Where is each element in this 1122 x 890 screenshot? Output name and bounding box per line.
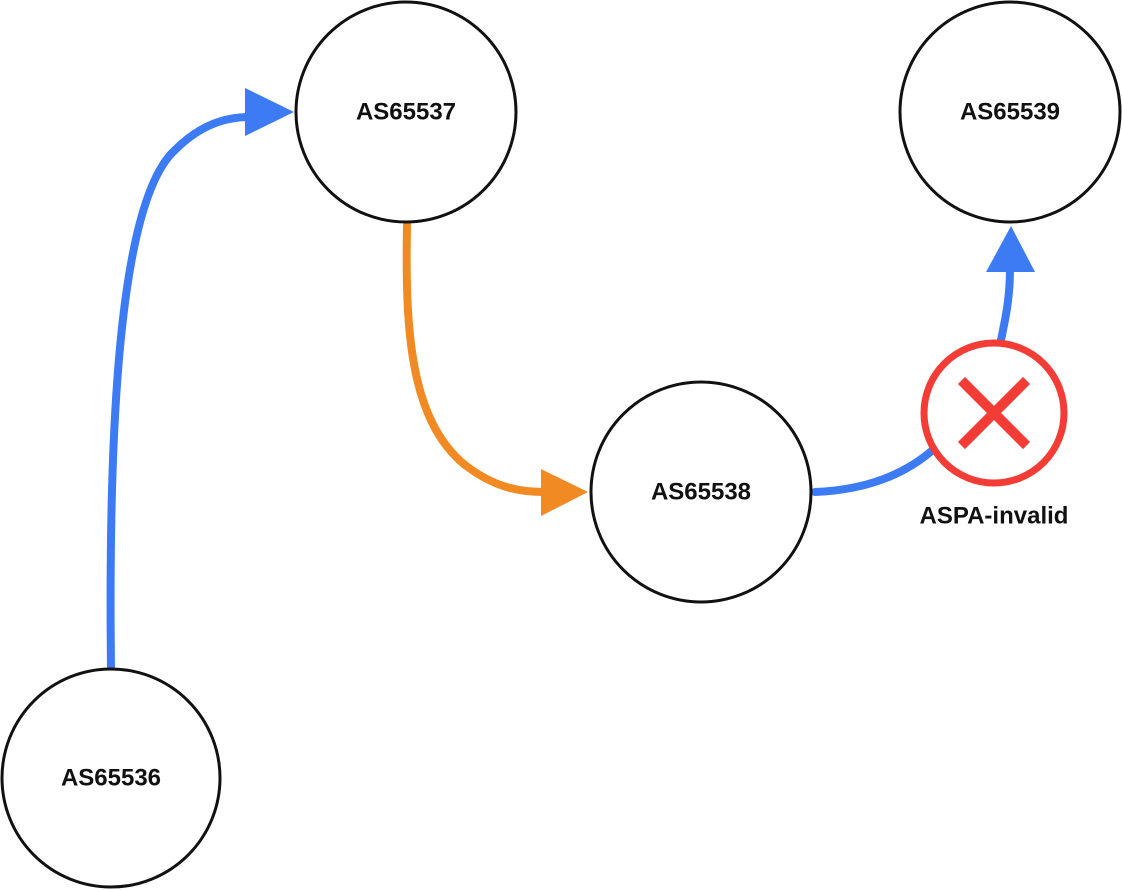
edge-as65538-to-as65539: [811, 226, 1035, 496]
node-label: AS65538: [651, 479, 751, 506]
arrowhead-icon: [986, 226, 1035, 272]
cross-icon: [957, 376, 1031, 450]
aspa-invalid-marker: ASPA-invalid: [920, 339, 1069, 530]
node-circle: [589, 380, 813, 604]
node-as65536: AS65536: [0, 667, 222, 889]
arrowhead-icon: [541, 469, 588, 516]
node-as65538: AS65538: [589, 380, 813, 604]
node-label: AS65537: [356, 99, 456, 126]
edge-as65537-to-as65538: [402, 221, 588, 516]
node-as65539: AS65539: [898, 0, 1122, 224]
edge-line: [402, 221, 549, 496]
edge-as65536-to-as65537: [106, 88, 294, 672]
node-as65537: AS65537: [294, 0, 518, 224]
node-circle: [0, 667, 222, 889]
node-label: AS65536: [61, 765, 161, 792]
node-circle: [294, 0, 518, 224]
edge-line: [106, 113, 254, 672]
node-circle: [898, 0, 1122, 224]
edge-line: [996, 264, 1014, 349]
invalid-label: ASPA-invalid: [920, 503, 1069, 530]
edge-line: [811, 444, 939, 496]
node-label: AS65539: [960, 99, 1060, 126]
arrowhead-icon: [245, 88, 294, 136]
